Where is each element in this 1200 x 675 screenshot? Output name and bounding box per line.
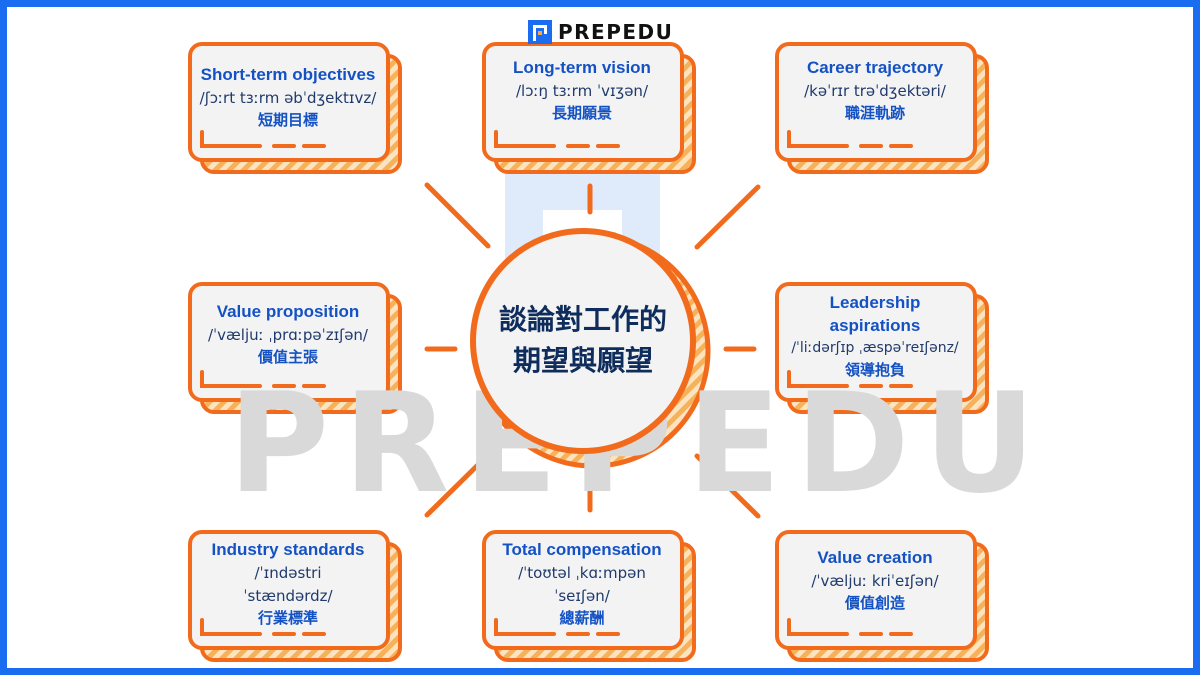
card-ipa: /ˈvæljuː kriˈeɪʃən/ [811,571,939,590]
card-title: Long-term vision [513,58,651,77]
card-frame [775,42,977,162]
card-title: Value creation [817,548,933,567]
card-ipa: /kəˈrɪr trəˈdʒektəri/ [804,81,946,100]
card-frame [482,42,684,162]
card-title: Leadership aspirations [829,293,921,335]
card-chinese: 價值主張 [257,348,318,367]
card-chinese: 短期目標 [257,111,318,130]
card-leadership-aspirations: Leadership aspirations /ˈliːdərʃɪp ˌæspə… [777,292,973,381]
card-frame [775,282,977,402]
card-career-trajectory: Career trajectory /kəˈrɪr trəˈdʒektəri/ … [777,57,973,124]
card-ipa: /lɔːŋ tɜːrm ˈvɪʒən/ [515,81,648,100]
card-total-compensation: Total compensation /ˈtoʊtəl ˌkɑːmpən ˈse… [484,539,680,629]
rays [424,182,761,519]
card-bracket [787,618,849,636]
card-bracket [494,618,556,636]
card-ipa: /ˈtoʊtəl ˌkɑːmpən ˈseɪʃən/ [518,563,646,606]
card-frame [188,282,390,402]
card-bracket [200,130,262,148]
card-long-term-vision: Long-term vision /lɔːŋ tɜːrm ˈvɪʒən/ 長期願… [484,57,680,124]
card-chinese: 領導抱負 [844,360,905,379]
card-title: Career trajectory [806,58,944,77]
card-bracket [787,130,849,148]
card-chinese: 行業標準 [257,609,318,628]
center-circle: 談論對工作的期望與願望 [470,228,696,454]
brand-logo: PREPEDU [528,19,673,45]
card-ipa: /ˈɪndəstri ˈstændərdz/ [243,563,333,606]
card-bracket [494,130,556,148]
card-ipa: /ʃɔːrt tɜːrm əbˈdʒektɪvz/ [199,88,377,107]
logo-text: PREPEDU [558,20,674,44]
card-bracket [200,370,262,388]
card-bracket [200,618,262,636]
card-title: Industry standards [211,540,365,559]
card-frame [775,530,977,650]
center-title: 談論對工作的期望與願望 [498,303,667,377]
card-value-proposition: Value proposition /ˈvæljuː ˌprɑːpəˈzɪʃən… [190,301,386,368]
card-title: Total compensation [502,540,662,559]
center-node: 談論對工作的期望與願望 [470,228,708,466]
card-bracket [787,370,849,388]
card-title: Value proposition [216,302,360,321]
card-frame [188,42,390,162]
card-frame [188,530,390,650]
card-industry-standards: Industry standards /ˈɪndəstri ˈstændərdz… [190,539,386,629]
card-chinese: 長期願景 [551,104,612,123]
card-short-term-objectives: Short-term objectives /ʃɔːrt tɜːrm əbˈdʒ… [190,64,386,131]
logo-icon [528,20,552,44]
card-frame [482,530,684,650]
card-title: Short-term objectives [200,65,376,84]
card-chinese: 職涯軌跡 [844,104,905,123]
card-ipa: /ˈvæljuː ˌprɑːpəˈzɪʃən/ [208,325,368,344]
card-chinese: 總薪酬 [559,609,605,628]
card-value-creation: Value creation /ˈvæljuː kriˈeɪʃən/ 價值創造 [777,547,973,614]
card-chinese: 價值創造 [844,594,905,613]
card-ipa: /ˈliːdərʃɪp ˌæspəˈreɪʃənz/ [791,339,959,356]
